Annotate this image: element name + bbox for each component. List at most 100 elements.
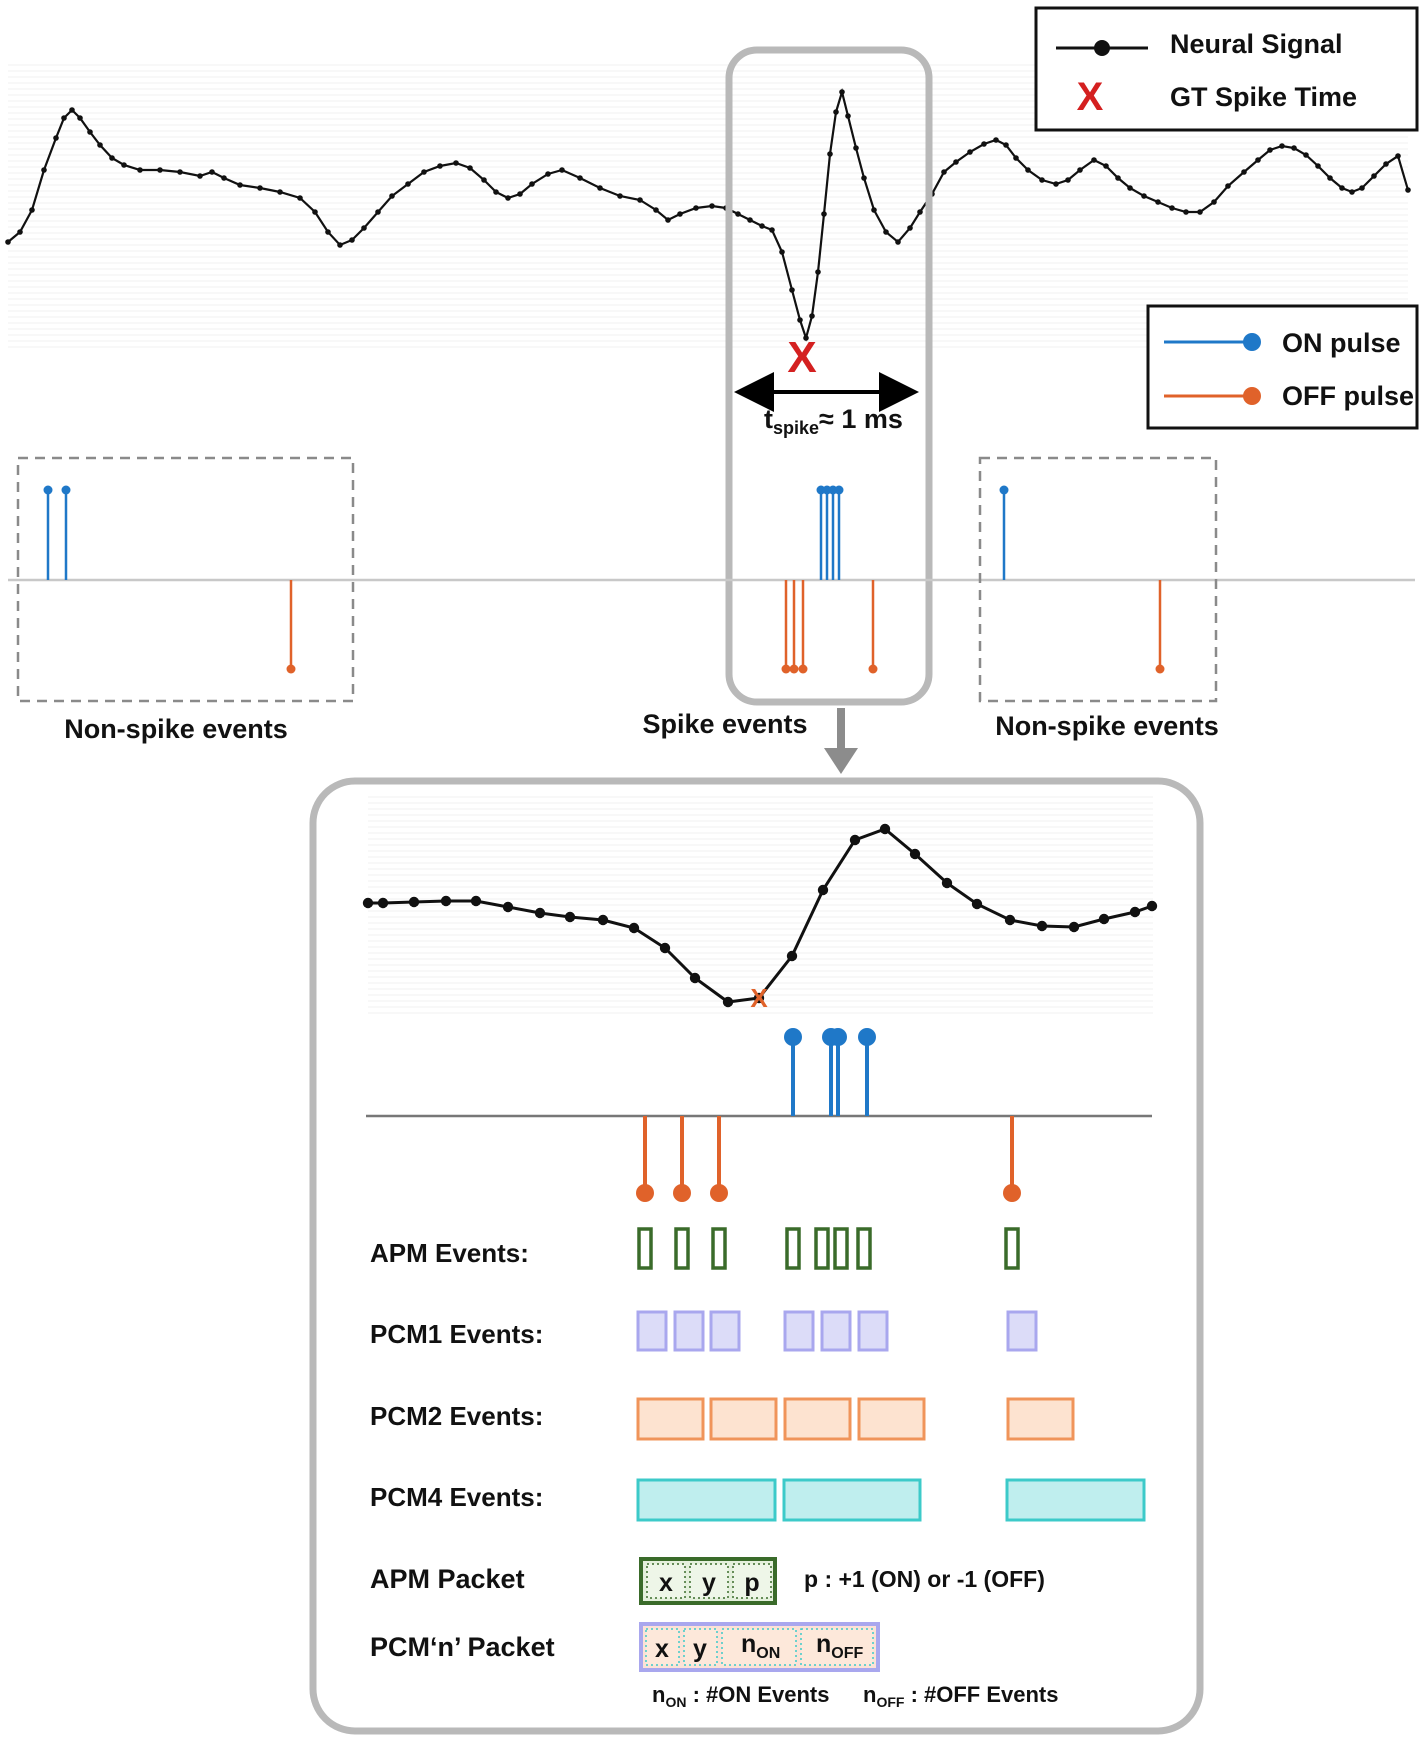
off-pulse-head (789, 664, 799, 674)
zoom-sample-dot (1068, 921, 1080, 933)
signal-sample-dot (941, 169, 947, 175)
signal-sample-dot (157, 167, 163, 173)
apm-event (833, 1227, 849, 1270)
signal-sample-dot (5, 239, 11, 245)
signal-sample-dot (109, 155, 115, 161)
pcm2-events-label: PCM2 Events: (370, 1401, 543, 1431)
signal-sample-dot (437, 163, 443, 169)
pcm4-event (782, 1478, 922, 1522)
signal-sample-dot (312, 209, 318, 215)
zoom-off-pulse-head (710, 1184, 728, 1202)
apm-packet-label: APM Packet (370, 1564, 525, 1594)
zoom-off-pulse-head (1003, 1184, 1021, 1202)
signal-sample-dot (871, 207, 877, 213)
zoom-off-pulse-head (636, 1184, 654, 1202)
neural-signal-legend-label: Neural Signal (1170, 29, 1343, 59)
signal-sample-dot (17, 229, 23, 235)
signal-sample-dot (1065, 177, 1071, 183)
signal-sample-dot (517, 191, 523, 197)
apm-event (785, 1227, 801, 1270)
signal-sample-dot (61, 115, 67, 121)
signal-sample-dot (1127, 185, 1133, 191)
signal-sample-dot (1395, 153, 1401, 159)
off-pulse-head (286, 664, 296, 674)
zoom-sample-dot (502, 901, 514, 913)
neural-signal-legend-dot (1094, 40, 1110, 56)
signal-sample-dot (257, 185, 263, 191)
signal-sample-dot (337, 242, 343, 248)
signal-sample-dot (1279, 143, 1285, 149)
signal-sample-dot (1315, 163, 1321, 169)
apm-event (856, 1227, 872, 1270)
signal-sample-dot (29, 207, 35, 213)
signal-sample-dot (1141, 193, 1147, 199)
signal-sample-dot (237, 182, 243, 188)
signal-sample-dot (325, 229, 331, 235)
on-pulse-head (43, 485, 53, 495)
signal-sample-dot (597, 185, 603, 191)
tspike-label: tspike≈ 1 ms (764, 404, 903, 438)
signal-sample-dot (481, 177, 487, 183)
on-pulse-legend-label: ON pulse (1282, 328, 1401, 358)
signal-sample-dot (1359, 185, 1365, 191)
off-pulse-head (798, 664, 808, 674)
spike-caption: Spike events (642, 709, 807, 739)
signal-sample-dot (87, 129, 93, 135)
signal-sample-dot (41, 167, 47, 173)
signal-sample-dot (1115, 175, 1121, 181)
pcmn-packet-noff: nOFF (816, 1630, 864, 1662)
pcm4-events-row (636, 1478, 1146, 1522)
signal-sample-dot (853, 145, 859, 151)
zoom-sample-dot (470, 895, 482, 907)
pcm1-events-label: PCM1 Events: (370, 1319, 543, 1349)
signal-sample-dot (277, 189, 283, 195)
apm-event (1004, 1227, 1020, 1270)
zoom-arrow-head (824, 748, 858, 774)
pcmn-packet-field-non (721, 1628, 797, 1666)
signal-sample-dot (677, 211, 683, 217)
zoom-sample-dot (362, 897, 374, 909)
signal-sample-dot (221, 175, 227, 181)
signal-sample-dot (1197, 209, 1203, 215)
off-pulse-head (868, 664, 878, 674)
signal-sample-dot (361, 225, 367, 231)
pcmn-packet-x: x (655, 1635, 669, 1663)
signal-sample-dot (815, 269, 821, 275)
signal-sample-dot (665, 217, 671, 223)
signal-sample-dot (895, 239, 901, 245)
neural-signal-samples (5, 89, 1411, 341)
apm-events-label: APM Events: (370, 1238, 529, 1268)
apm-events-row (637, 1227, 1020, 1270)
zoom-panel (309, 777, 1204, 1735)
apm-event (674, 1227, 690, 1270)
apm-event (637, 1227, 653, 1270)
signal-sample-dot (77, 115, 83, 121)
signal-sample-dot (1091, 157, 1097, 163)
signal-sample-dot (97, 142, 103, 148)
gt-spike-legend-label: GT Spike Time (1170, 82, 1357, 112)
pcm2-events-row (636, 1397, 1075, 1441)
pcm1-event (636, 1310, 668, 1352)
pcm2-event (1006, 1397, 1075, 1441)
pcm4-events-label: PCM4 Events: (370, 1482, 543, 1512)
signal-sample-dot (177, 169, 183, 175)
zoom-sample-dot (753, 992, 765, 1004)
pcm1-event (673, 1310, 705, 1352)
signal-sample-dot (467, 165, 473, 171)
pcm1-event (783, 1310, 815, 1352)
signal-sample-dot (209, 169, 215, 175)
zoom-sample-dot (659, 942, 671, 954)
zoom-on-pulse-head (829, 1028, 847, 1046)
signal-sample-dot (405, 181, 411, 187)
zoom-sample-dot (408, 896, 420, 908)
signal-sample-dot (1169, 205, 1175, 211)
apm-packet-y: y (702, 1569, 716, 1597)
pcm2-event (636, 1397, 705, 1441)
signal-sample-dot (907, 225, 913, 231)
signal-sample-dot (121, 162, 127, 168)
signal-legend-box (1034, 6, 1419, 132)
pcmn-packet-field-x (645, 1628, 680, 1666)
pcm2-event (783, 1397, 852, 1441)
footnote-non: nON : #ON Events (652, 1682, 830, 1710)
signal-sample-dot (1013, 155, 1019, 161)
